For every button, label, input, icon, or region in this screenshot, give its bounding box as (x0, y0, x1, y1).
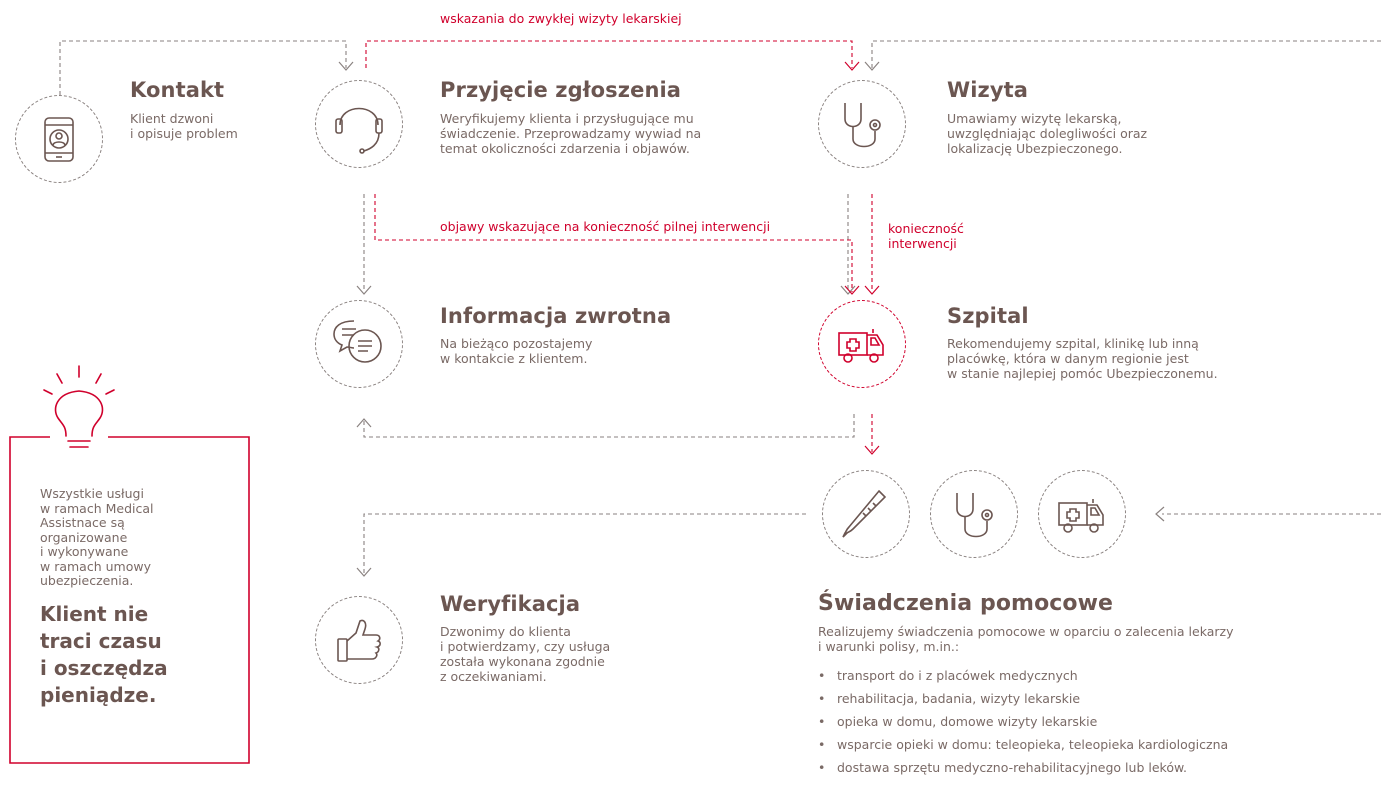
stethoscope-icon (956, 493, 993, 538)
support-stethoscope-circle (930, 470, 1018, 558)
list-item: dostawa sprzętu medyczno-rehabilitacyjne… (818, 760, 1228, 783)
hospital-desc: Rekomendujemy szpital, klinikę lub inną … (947, 336, 1218, 381)
connector-hospital-feedback (363, 414, 855, 438)
support-desc: Realizujemy świadczenia pomocowe w oparc… (818, 624, 1234, 654)
hospital-title: Szpital (947, 304, 1029, 328)
connector-right-visit (871, 40, 1381, 68)
ambulance-icon (838, 329, 884, 363)
contact-desc: Klient dzwoni i opisuje problem (130, 111, 238, 141)
note-text: Wszystkie usługi w ramach Medical Assist… (40, 486, 154, 588)
visit-circle (818, 80, 906, 168)
support-title: Świadczenia pomocowe (818, 591, 1114, 616)
note-frame (9, 436, 250, 764)
connector-intake-hospital-red (374, 194, 853, 292)
contact-circle (15, 95, 103, 183)
contact-title: Kontakt (130, 78, 225, 102)
connector-contact-intake (59, 40, 347, 95)
connector-support-verification (363, 513, 806, 574)
headset-icon (335, 107, 383, 154)
verification-desc: Dzwonimy do klienta i potwierdzamy, czy … (440, 624, 611, 684)
feedback-circle (315, 300, 403, 388)
phone-user-icon (44, 117, 74, 162)
label-routine-visit: wskazania do zwykłej wizyty lekarskiej (440, 11, 682, 26)
arrow-head (1155, 506, 1165, 522)
intake-circle (315, 80, 403, 168)
support-ambulance-circle (1038, 470, 1126, 558)
list-item: wsparcie opieki w domu: teleopieka, tele… (818, 737, 1228, 760)
connector-intake-visit-red (365, 40, 853, 68)
list-item: rehabilitacja, badania, wizyty lekarskie (818, 691, 1228, 714)
list-item: transport do i z placówek medycznych (818, 668, 1228, 691)
feedback-desc: Na bieżąco pozostajemy w kontakcie z kli… (440, 336, 593, 366)
intake-desc: Weryfikujemy klienta i przysługujące mu … (440, 111, 702, 156)
thermometer-icon (842, 489, 887, 538)
hospital-circle (818, 300, 906, 388)
ambulance-icon (1058, 499, 1104, 533)
list-item: opieka w domu, domowe wizyty lekarskie (818, 714, 1228, 737)
visit-title: Wizyta (947, 78, 1029, 102)
feedback-title: Informacja zwrotna (440, 304, 672, 328)
verification-title: Weryfikacja (440, 592, 581, 616)
stethoscope-icon (844, 103, 881, 148)
verification-circle (315, 596, 403, 684)
intake-title: Przyjęcie zgłoszenia (440, 78, 682, 102)
lightbulb-icon (43, 365, 115, 448)
label-intervention-needed: konieczność interwencji (888, 221, 964, 251)
thumbs-up-icon (337, 619, 381, 662)
visit-desc: Umawiamy wizytę lekarską, uwzględniając … (947, 111, 1148, 156)
support-list: transport do i z placówek medycznych reh… (818, 668, 1228, 783)
label-urgent-intervention: objawy wskazujące na konieczność pilnej … (440, 219, 771, 234)
chat-bubbles-icon (333, 320, 382, 363)
support-thermometer-circle (822, 470, 910, 558)
note-headline: Klient nie traci czasu i oszczędza pieni… (40, 602, 168, 707)
arrow-head (356, 418, 372, 428)
